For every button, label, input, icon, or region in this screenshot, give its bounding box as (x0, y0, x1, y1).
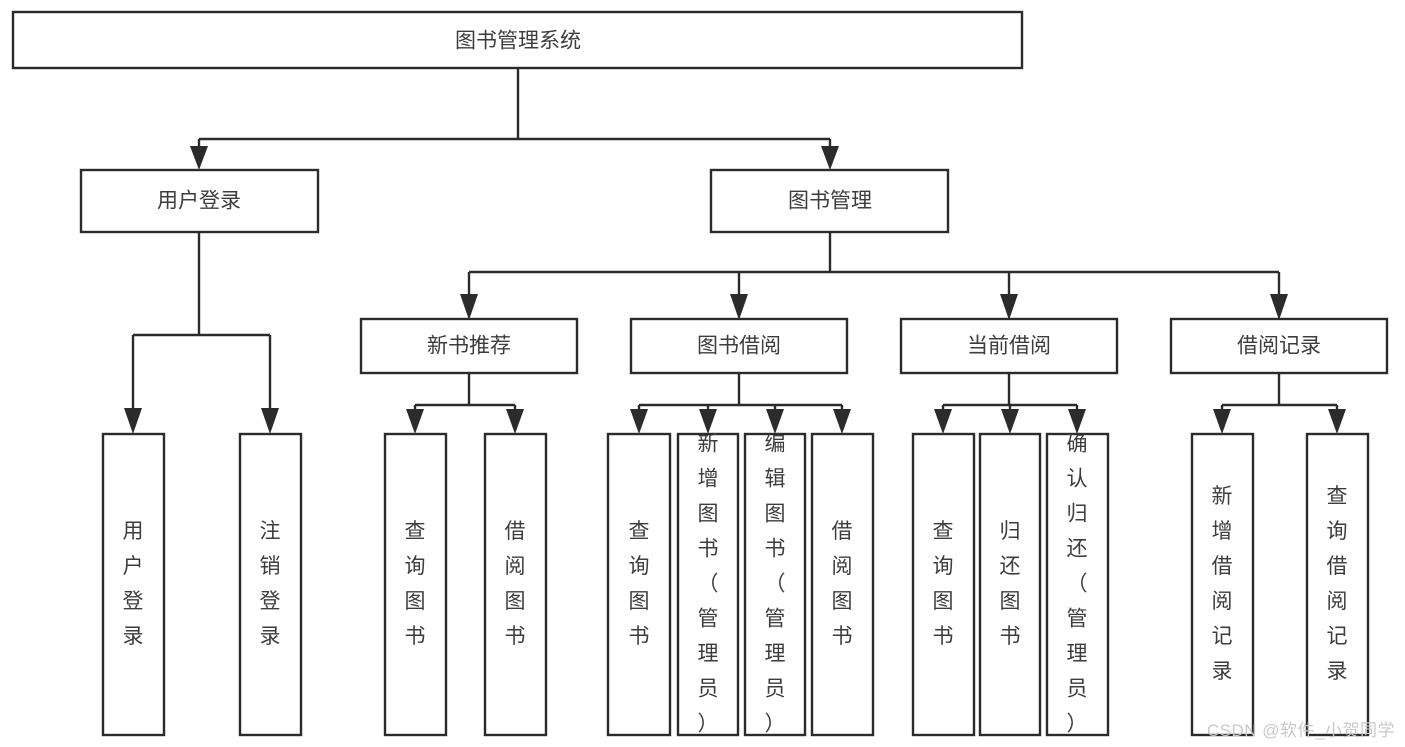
node-book-borrow[interactable]: 图书借阅 (629, 317, 849, 375)
node-leaf-query-record-label: 查询借阅记录 (1327, 485, 1348, 683)
node-leaf-edit-book[interactable]: 编辑图书（管理员） (743, 432, 807, 737)
node-leaf-query-book-2-label: 查询图书 (629, 520, 650, 648)
arrow-book-mgmt-to-borrow-record (1270, 294, 1288, 320)
arrow-user-login-leaf-2 (261, 408, 279, 434)
node-leaf-return-book[interactable]: 归还图书 (978, 432, 1042, 737)
node-leaf-logout-label: 注销登录 (260, 520, 281, 648)
arrow-book-borrow-leaf-4 (833, 409, 851, 434)
node-root-label: 图书管理系统 (455, 30, 581, 53)
node-user-login-box[interactable] (79, 168, 320, 234)
node-leaf-return-book-label: 归还图书 (1000, 520, 1021, 648)
node-book-mgmt-label: 图书管理 (788, 190, 872, 213)
node-leaf-user-login-box[interactable] (101, 432, 166, 737)
node-leaf-add-book-label: 新增图书（管理员） (698, 433, 719, 736)
arrow-book-borrow-leaf-3 (766, 409, 784, 434)
node-leaf-confirm-return-label: 确认归还（管理员） (1067, 433, 1088, 736)
node-leaf-query-book-1-box[interactable] (383, 432, 448, 737)
node-leaf-borrow-book-1[interactable]: 借阅图书 (483, 432, 548, 737)
node-new-book-rec[interactable]: 新书推荐 (359, 317, 579, 375)
edge-layer (124, 68, 1346, 434)
node-leaf-query-book-2[interactable]: 查询图书 (606, 432, 672, 737)
node-current-borrow-label: 当前借阅 (967, 335, 1051, 358)
node-book-mgmt[interactable]: 图书管理 (709, 168, 950, 234)
node-leaf-add-book-box[interactable] (676, 432, 740, 737)
arrow-current-borrow-leaf-2 (1001, 409, 1019, 434)
node-leaf-edit-book-box[interactable] (743, 432, 807, 737)
arrow-root-to-book-mgmt (821, 146, 839, 170)
node-leaf-query-book-3-box[interactable] (911, 432, 976, 737)
node-leaf-borrow-book-2[interactable]: 借阅图书 (810, 432, 875, 737)
arrow-borrow-record-leaf-2 (1328, 409, 1346, 434)
node-borrow-record-box[interactable] (1169, 317, 1389, 375)
node-leaf-return-book-box[interactable] (978, 432, 1042, 737)
arrow-book-mgmt-to-book-borrow (730, 294, 748, 320)
node-leaf-add-record-box[interactable] (1190, 432, 1255, 737)
node-leaf-logout-box[interactable] (238, 432, 303, 737)
node-leaf-add-book[interactable]: 新增图书（管理员） (676, 432, 740, 737)
node-current-borrow-box[interactable] (899, 317, 1119, 375)
arrow-current-borrow-leaf-1 (934, 409, 952, 434)
node-root[interactable]: 图书管理系统 (11, 10, 1024, 70)
node-book-borrow-box[interactable] (629, 317, 849, 375)
node-borrow-record-label: 借阅记录 (1237, 335, 1321, 358)
node-user-login-label: 用户登录 (157, 190, 241, 213)
node-new-book-rec-label: 新书推荐 (427, 335, 511, 358)
leaf-layer: 用户登录 注销登录 查询图书 借阅图书 查询图书 新增图书（管理员） 编辑图书（… (101, 432, 1370, 737)
node-leaf-query-record-box[interactable] (1305, 432, 1370, 737)
node-leaf-query-record[interactable]: 查询借阅记录 (1305, 432, 1370, 737)
node-leaf-borrow-book-2-label: 借阅图书 (832, 520, 853, 648)
node-user-login[interactable]: 用户登录 (79, 168, 320, 234)
arrow-borrow-record-leaf-1 (1213, 409, 1231, 434)
node-current-borrow[interactable]: 当前借阅 (899, 317, 1119, 375)
node-leaf-borrow-book-2-box[interactable] (810, 432, 875, 737)
arrow-root-to-user-login (190, 146, 208, 170)
node-leaf-logout[interactable]: 注销登录 (238, 432, 303, 737)
node-borrow-record[interactable]: 借阅记录 (1169, 317, 1389, 375)
node-leaf-query-book-2-box[interactable] (606, 432, 672, 737)
node-leaf-confirm-return-box[interactable] (1045, 432, 1110, 737)
node-leaf-user-login[interactable]: 用户登录 (101, 432, 166, 737)
arrow-book-borrow-leaf-2 (699, 409, 717, 434)
node-leaf-query-book-1[interactable]: 查询图书 (383, 432, 448, 737)
arrow-new-book-rec-leaf-2 (506, 409, 524, 434)
node-leaf-query-book-1-label: 查询图书 (405, 520, 426, 648)
node-root-box[interactable] (11, 10, 1024, 70)
node-leaf-query-book-3-label: 查询图书 (933, 520, 954, 648)
node-leaf-query-book-3[interactable]: 查询图书 (911, 432, 976, 737)
node-leaf-add-record[interactable]: 新增借阅记录 (1190, 432, 1255, 737)
node-leaf-user-login-label: 用户登录 (123, 520, 144, 648)
arrow-book-borrow-leaf-1 (630, 409, 648, 434)
node-leaf-add-record-label: 新增借阅记录 (1212, 485, 1233, 683)
arrow-book-mgmt-to-new-book-rec (460, 294, 478, 320)
node-book-mgmt-box[interactable] (709, 168, 950, 234)
node-leaf-borrow-book-1-label: 借阅图书 (505, 520, 526, 648)
arrow-new-book-rec-leaf-1 (406, 409, 424, 434)
node-leaf-borrow-book-1-box[interactable] (483, 432, 548, 737)
arrow-current-borrow-leaf-3 (1068, 409, 1086, 434)
node-book-borrow-label: 图书借阅 (697, 335, 781, 358)
node-new-book-rec-box[interactable] (359, 317, 579, 375)
node-leaf-confirm-return[interactable]: 确认归还（管理员） (1045, 432, 1110, 737)
node-leaf-edit-book-label: 编辑图书（管理员） (765, 433, 786, 736)
arrow-user-login-leaf-1 (124, 408, 142, 434)
arrow-book-mgmt-to-current-borrow (1000, 294, 1018, 320)
